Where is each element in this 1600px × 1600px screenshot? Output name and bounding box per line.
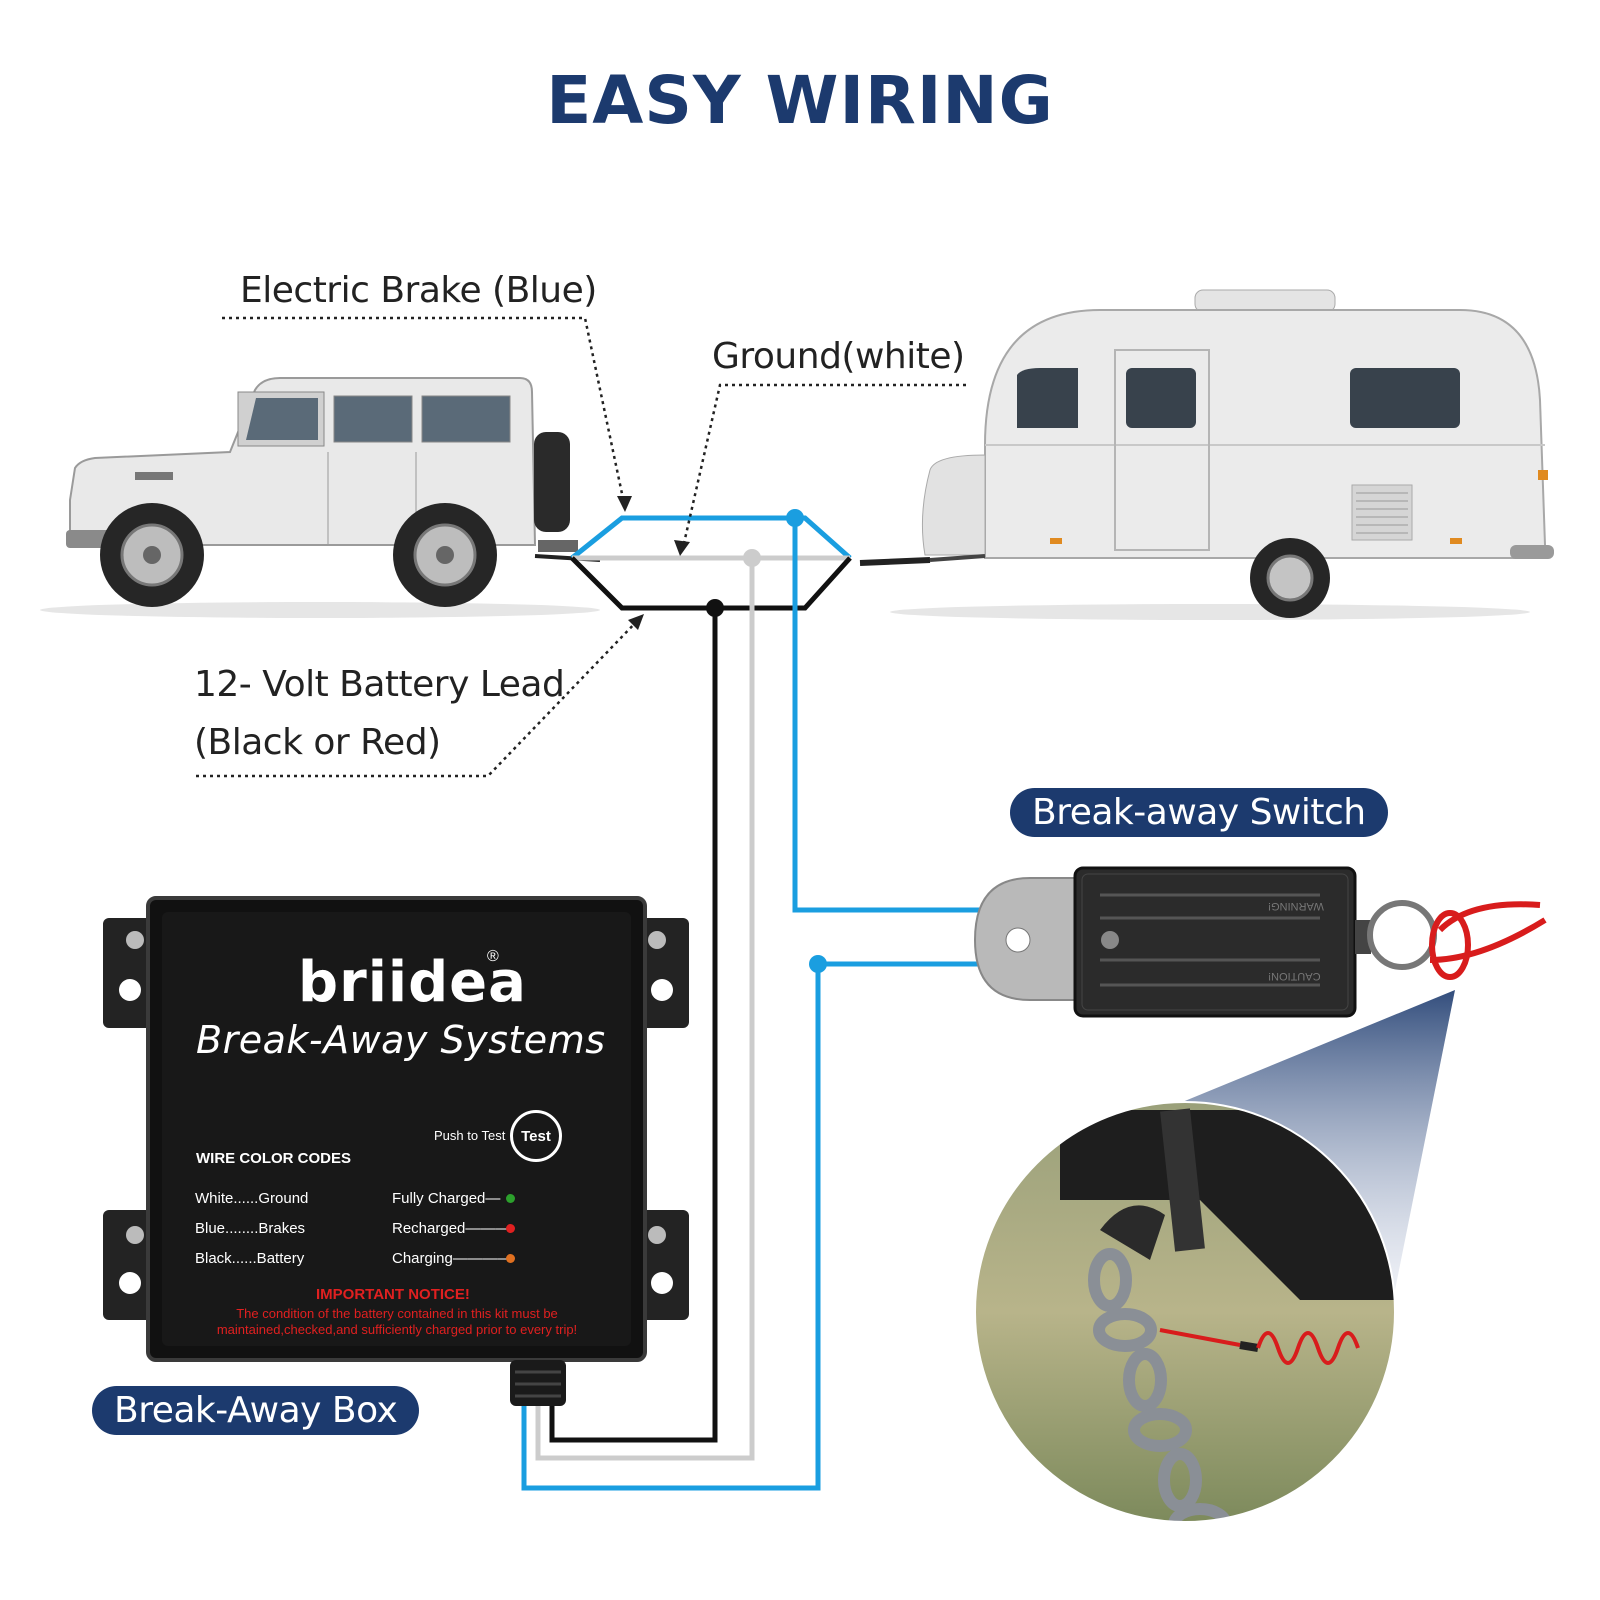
page-title: EASY WIRING — [546, 62, 1054, 139]
led-orange-icon — [506, 1254, 515, 1263]
zoom-beam — [1175, 990, 1455, 1290]
wire-codes-heading: WIRE COLOR CODES — [196, 1150, 352, 1167]
callout-ground: Ground(white) — [712, 336, 965, 377]
switch-warning-text: WARNING! — [1268, 900, 1324, 912]
notice-body: The condition of the battery contained i… — [216, 1306, 578, 1337]
led-green-icon — [506, 1194, 515, 1203]
led-red-icon — [506, 1224, 515, 1233]
black-wire-run — [549, 608, 718, 1443]
status-recharged: Recharged——— — [392, 1220, 511, 1237]
callout-battery-line1: 12- Volt Battery Lead — [194, 664, 565, 705]
switch-caution-text: CAUTION! — [1268, 970, 1321, 982]
white-wire-run — [535, 558, 755, 1461]
callout-battery-line2: (Black or Red) — [194, 722, 441, 763]
car-shadow — [40, 602, 600, 618]
notice-heading: IMPORTANT NOTICE! — [316, 1286, 470, 1303]
suv-vehicle — [66, 377, 601, 607]
trailer-shadow — [890, 604, 1530, 620]
camper-trailer — [859, 289, 1554, 618]
breakaway-switch — [973, 866, 1547, 1018]
callout-electric-brake: Electric Brake (Blue) — [240, 270, 597, 311]
label-breakaway-switch: Break-away Switch — [1010, 788, 1388, 837]
blue-wire-top — [570, 515, 852, 560]
blue-wire-to-switch — [792, 518, 1075, 913]
code-blue-brakes: Blue........Brakes — [195, 1220, 306, 1237]
junction-wiring — [570, 509, 852, 617]
leader-brake — [222, 316, 627, 509]
leader-ground — [680, 383, 966, 553]
code-black-battery: Black......Battery — [195, 1250, 305, 1267]
brand-logo: briidea — [298, 950, 527, 1015]
product-name: Break-Away Systems — [196, 1018, 606, 1062]
status-charging: Charging———— — [392, 1250, 513, 1267]
registered-mark: ® — [487, 948, 499, 965]
code-white-ground: White......Ground — [195, 1190, 309, 1207]
push-to-test-label: Push to Test — [434, 1128, 506, 1143]
blue-wire-return — [521, 961, 1075, 1491]
breakaway-box-body — [103, 896, 689, 1406]
blue-return-dot — [809, 955, 827, 973]
test-button[interactable]: Test — [510, 1110, 562, 1162]
status-fully-charged: Fully Charged— — [392, 1190, 501, 1207]
label-breakaway-box: Break-Away Box — [92, 1386, 420, 1435]
